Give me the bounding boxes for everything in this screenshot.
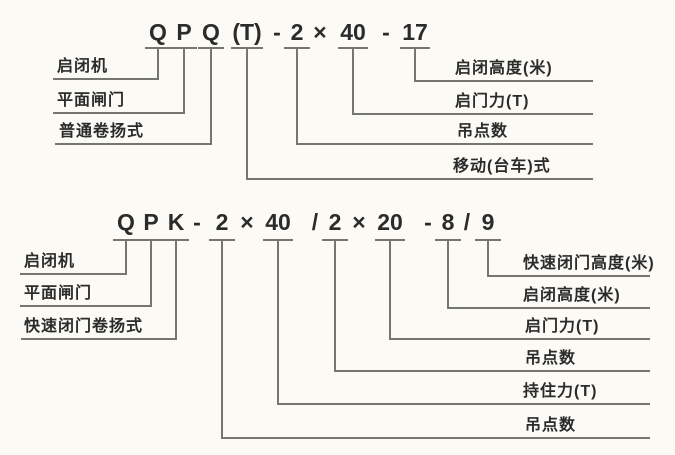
label-lift-height: 启闭高度(米) xyxy=(523,287,621,304)
label-ordinary-winch: 普通卷扬式 xyxy=(59,123,145,140)
leader-line xyxy=(334,370,650,372)
connector-stem xyxy=(352,47,354,115)
label-hoist: 启闭机 xyxy=(24,253,76,270)
leader-line xyxy=(53,112,185,114)
connector-stem xyxy=(487,239,489,277)
label-holding-force: 持住力(T) xyxy=(523,383,598,400)
model-part: × xyxy=(352,209,366,235)
label-lift-points: 吊点数 xyxy=(457,123,509,140)
connector-stem xyxy=(296,47,298,145)
leader-line xyxy=(20,305,152,307)
label-lift-height: 启闭高度(米) xyxy=(455,60,553,77)
leader-line xyxy=(20,273,127,275)
model-part: 2 xyxy=(290,19,304,45)
connector-stem xyxy=(334,239,336,372)
model-part: 40 xyxy=(265,209,291,235)
connector-stem xyxy=(150,239,152,307)
connector-stem xyxy=(389,239,391,340)
connector-stem xyxy=(414,47,416,82)
connector-stem xyxy=(246,47,248,180)
label-lifting-force: 启门力(T) xyxy=(455,93,530,110)
connector-stem xyxy=(447,239,449,309)
connector-stem xyxy=(210,47,212,145)
model-part: 2 xyxy=(215,209,229,235)
model-part: 8 xyxy=(441,209,455,235)
model-part: - xyxy=(273,19,281,45)
model-part: 17 xyxy=(402,19,428,45)
leader-line xyxy=(53,78,159,80)
label-quick-close-winch: 快速闭门卷扬式 xyxy=(24,318,144,335)
label-quick-close-height: 快速闭门高度(米) xyxy=(523,255,655,272)
leader-line xyxy=(21,338,177,340)
model-part: / xyxy=(311,209,319,235)
model-part: / xyxy=(463,209,471,235)
model-part: K xyxy=(167,209,185,235)
leader-line xyxy=(389,338,650,340)
leader-line xyxy=(296,143,593,145)
model-part: P xyxy=(176,19,192,45)
label-lift-points: 吊点数 xyxy=(525,417,577,434)
model-part: - xyxy=(424,209,432,235)
model-part: (T) xyxy=(232,19,262,45)
connector-stem xyxy=(175,239,177,340)
model-part: P xyxy=(143,209,159,235)
model-part: Q xyxy=(117,209,135,235)
leader-line xyxy=(447,307,650,309)
connector-stem xyxy=(125,239,127,275)
leader-line xyxy=(352,113,593,115)
model-part: 2 xyxy=(328,209,342,235)
label-mobile-trolley: 移动(台车)式 xyxy=(453,158,551,175)
label-plane-gate: 平面闸门 xyxy=(57,92,126,109)
connector-stem xyxy=(277,239,279,405)
leader-line xyxy=(414,80,593,82)
leader-line xyxy=(55,143,212,145)
label-plane-gate: 平面闸门 xyxy=(24,285,93,302)
label-lift-points: 吊点数 xyxy=(525,350,577,367)
model-part: × xyxy=(313,19,327,45)
connector-stem xyxy=(157,47,159,80)
model-part: Q xyxy=(149,19,167,45)
model-part: × xyxy=(240,209,254,235)
model-part: 9 xyxy=(481,209,495,235)
connector-stem xyxy=(221,239,223,439)
model-part: - xyxy=(193,209,201,235)
leader-line xyxy=(221,437,650,439)
leader-line xyxy=(487,275,650,277)
model-part: 20 xyxy=(377,209,403,235)
connector-stem xyxy=(183,47,185,114)
model-part: Q xyxy=(202,19,220,45)
leader-line xyxy=(246,178,593,180)
leader-line xyxy=(277,403,650,405)
model-part: 40 xyxy=(340,19,366,45)
model-part: - xyxy=(382,19,390,45)
label-lifting-force: 启门力(T) xyxy=(525,318,600,335)
label-hoist: 启闭机 xyxy=(57,58,109,75)
